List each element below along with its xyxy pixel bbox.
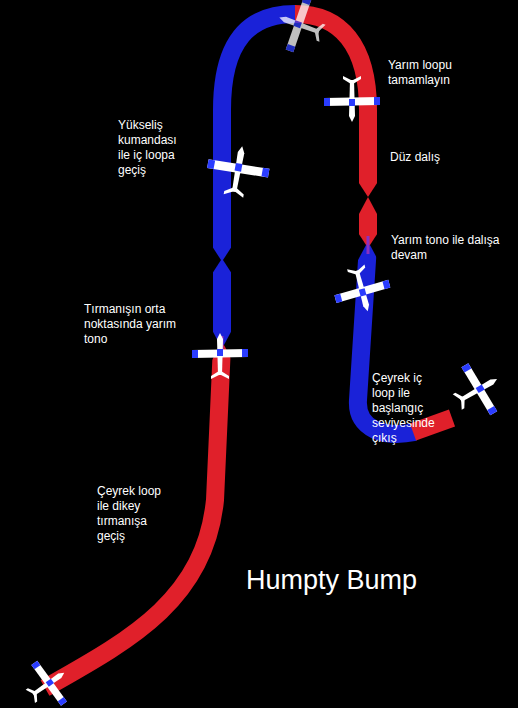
airplane bbox=[443, 355, 511, 426]
ribbon bbox=[45, 14, 452, 688]
twist-pinch bbox=[357, 180, 368, 214]
airplane bbox=[324, 76, 380, 122]
twist-pinch bbox=[355, 228, 366, 262]
callout-text: Yükseliş kumandası ile iç loopa geçiş bbox=[118, 118, 192, 178]
twist-pinch bbox=[370, 228, 381, 262]
callout-text: Tırmanışın orta noktasında yarım tono bbox=[84, 302, 192, 347]
airplane bbox=[192, 333, 248, 379]
ribbon-blue bbox=[222, 14, 295, 345]
callout-text: Çeyrek iç loop ile başlangıç seviyesinde… bbox=[372, 371, 444, 446]
ribbon-red bbox=[45, 345, 222, 688]
figure-title: Humpty Bump bbox=[246, 564, 417, 596]
airplane bbox=[329, 260, 395, 319]
callout-text: Yarım tono ile dalışa devam bbox=[391, 233, 501, 263]
twist-line bbox=[367, 236, 370, 254]
callout-text: Yarım loopu tamamlayın bbox=[388, 58, 478, 88]
twist-pinch bbox=[368, 180, 379, 214]
airplanes bbox=[16, 0, 511, 708]
callout-text: Çeyrek loop ile dikey tırmanışa geçiş bbox=[97, 484, 172, 544]
callout-text: Düz dalış bbox=[390, 150, 470, 165]
airplane bbox=[203, 141, 272, 202]
twist-pinch bbox=[223, 240, 236, 280]
airplane bbox=[270, 0, 332, 60]
twist-pinch bbox=[208, 240, 221, 280]
ribbon-red bbox=[295, 14, 368, 245]
airplane bbox=[16, 652, 79, 708]
